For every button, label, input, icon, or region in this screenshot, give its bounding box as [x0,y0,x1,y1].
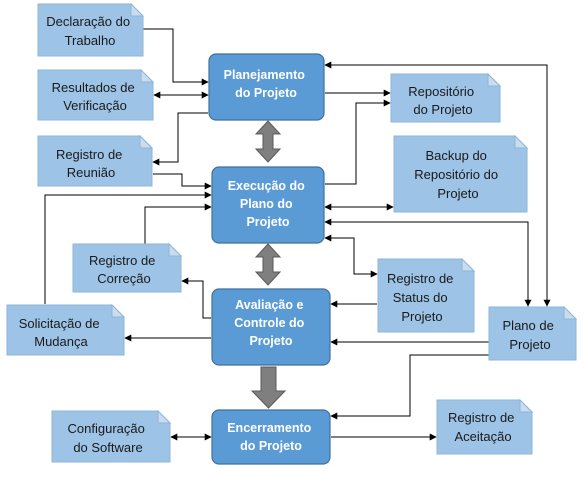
doc-registro-status: Registro de Status do Projeto [377,257,476,333]
doc-resultados-verificacao: Resultados de Verificação [37,68,155,121]
process-planejamento: Planejamento do Projeto [208,53,325,121]
doc-label: Solicitação de Mudança [19,316,104,349]
doc-registro-correcao: Registro de Correção [72,242,183,293]
doc-registro-reuniao: Registro de Reunião [37,134,154,187]
process-avaliacao: Avaliação e Controle do Projeto [211,288,331,366]
connector-plano-encerramento [330,354,490,420]
connector-plano-execucao [324,218,532,307]
double-arrow-planejamento-execucao [254,120,282,163]
doc-configuracao-software: Configuração do Software [51,409,172,463]
doc-label: Repositório do Projeto [408,84,477,117]
doc-label: Configuração do Software [68,421,149,455]
doc-label: Declaração do Trabalho [46,14,133,48]
connector-execucao-repositorio [325,99,391,185]
doc-label: Registro de Status do Projeto [387,271,457,324]
connector-declaracao-planejamento [143,28,209,86]
doc-label: Backup do Repositório do Projeto [414,148,501,201]
process-execucao: Execução do Plano do Projeto [211,166,325,244]
process-label: Encerramento do Projeto [227,421,315,453]
doc-label: Resultados de Verificação [52,80,139,113]
process-label: Planejamento do Projeto [224,68,309,100]
doc-label: Registro de Reunião [56,147,126,180]
connector-reuniao-execucao [153,173,212,190]
doc-repositorio-projeto: Repositório do Projeto [390,72,502,123]
connector-execucao-status [324,234,378,278]
connector-avaliacao-correcao [181,277,211,319]
doc-label: Registro de Correção [89,253,159,286]
doc-declaracao-trabalho: Declaração do Trabalho [37,2,145,57]
connector-planejamento-reuniao [152,112,208,166]
connector-plano-planejamento [324,61,551,307]
doc-registro-aceitacao: Registro de Aceitação [436,398,534,455]
process-label: Avaliação e Controle do Projeto [234,298,308,348]
arrow-avaliacao-encerramento [250,366,287,409]
doc-plano-projeto: Plano de Projeto [488,305,578,361]
process-label: Execução do Plano do Projeto [228,179,309,229]
doc-solicitacao-mudanca: Solicitação de Mudança [6,303,126,356]
connector-mudanca-execucao [44,191,212,304]
doc-label: Plano de Projeto [503,318,558,352]
connector-correcao-execucao [144,203,212,245]
doc-label: Registro de Aceitação [448,410,518,444]
process-encerramento: Encerramento do Projeto [211,409,331,465]
doc-backup-repositorio: Backup do Repositório do Projeto [393,134,529,213]
double-arrow-execucao-avaliacao [254,243,282,286]
